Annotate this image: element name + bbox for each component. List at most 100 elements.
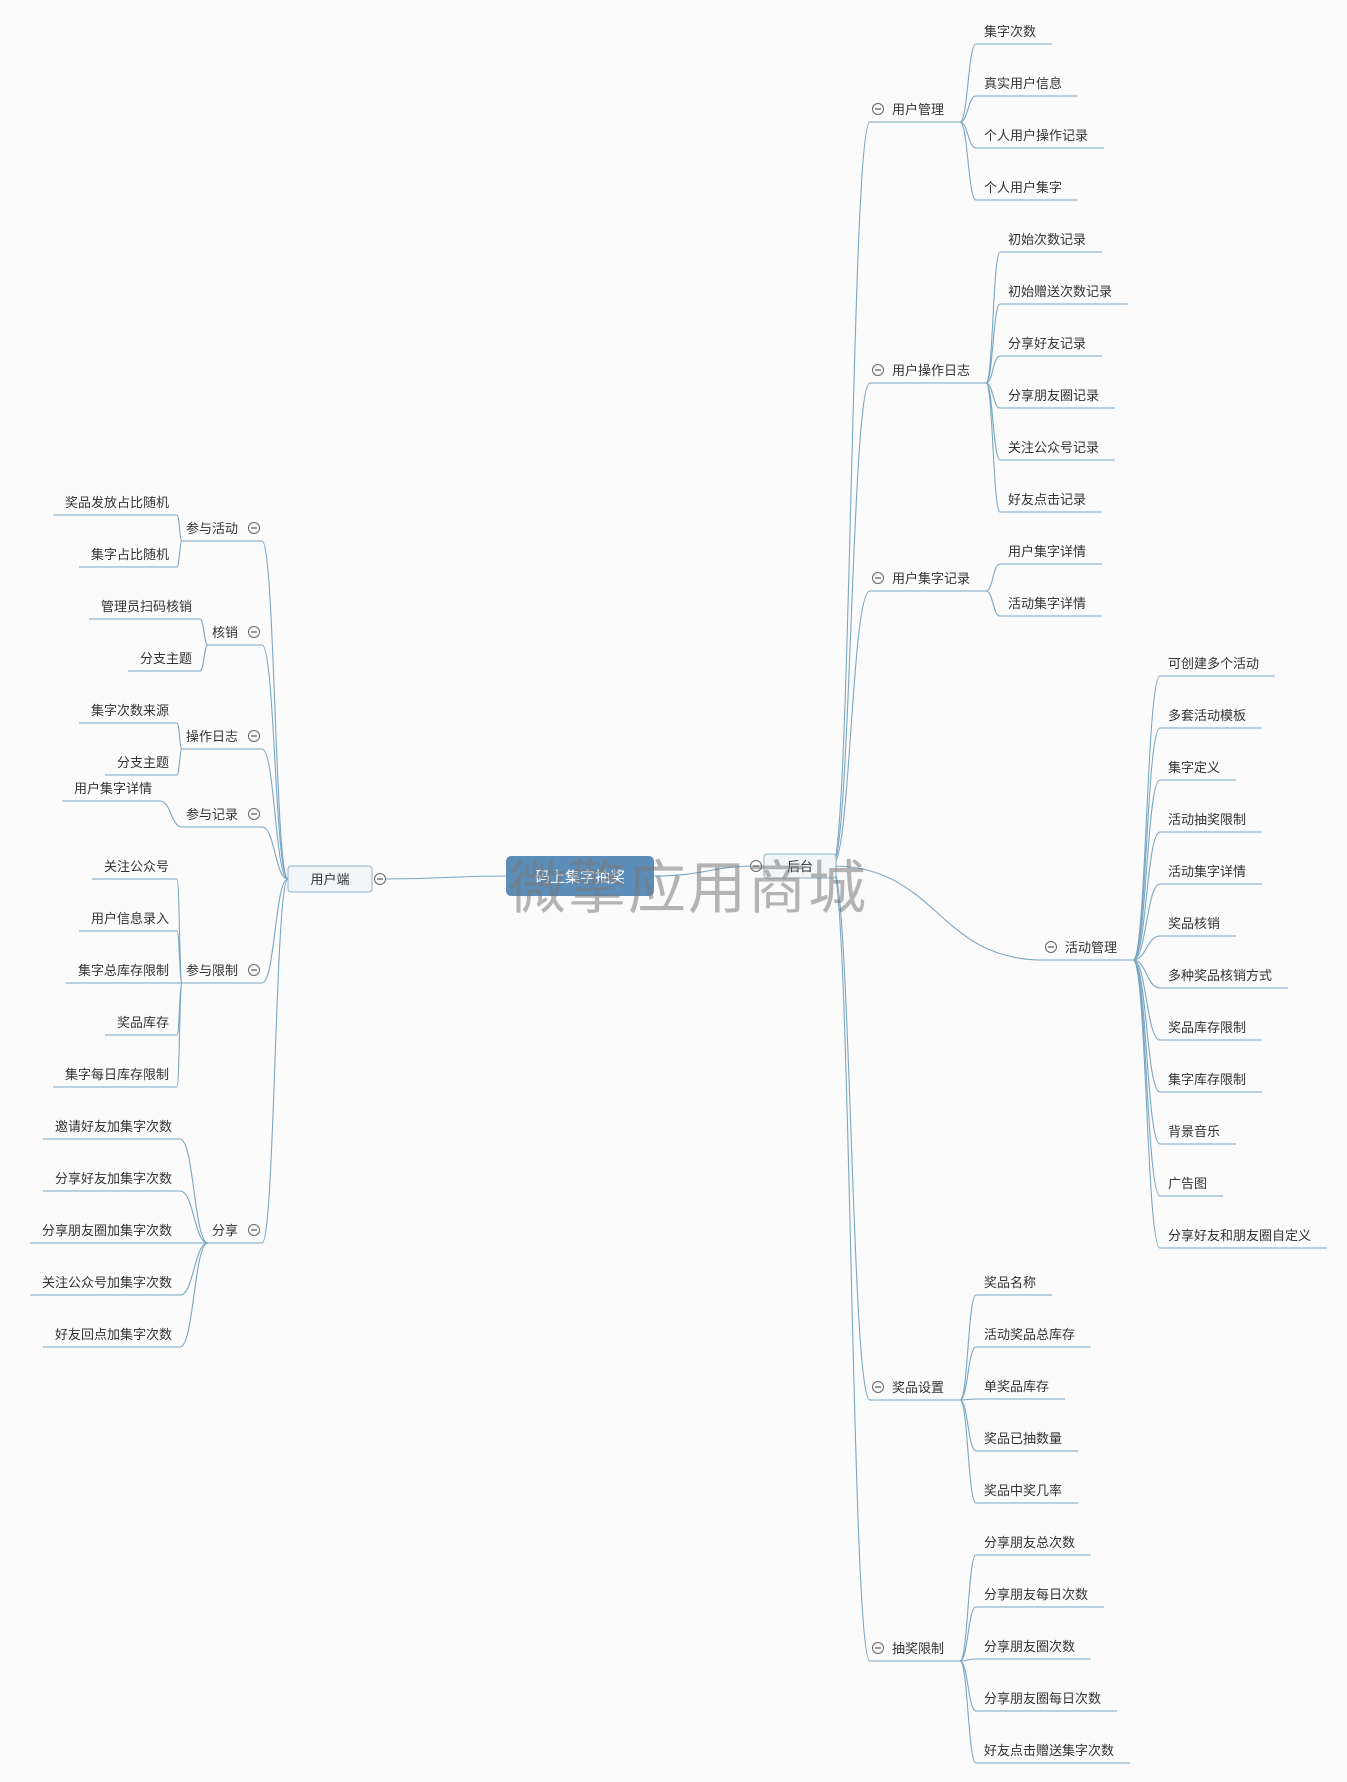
leaf-topic: 好友点击记录 <box>1008 492 1086 508</box>
branch-to-leaf-line <box>985 355 1001 384</box>
leaf-topic: 奖品已抽数量 <box>984 1432 1062 1447</box>
main-to-branch-line <box>261 540 289 880</box>
branch-label: 参与活动 <box>186 521 238 537</box>
main-to-branch-line <box>261 644 289 880</box>
mind-map-nodes: 码上集字抽奖用户端后台参与活动奖品发放占比随机集字占比随机核销管理员扫码核销分支… <box>42 24 1311 1759</box>
branch-collapse-icon[interactable] <box>872 1381 884 1393</box>
branch-collapse-icon[interactable] <box>872 103 884 115</box>
central-topic[interactable]: 码上集字抽奖 <box>506 856 654 896</box>
branch-to-leaf-line <box>985 251 1001 384</box>
leaf-topic: 广告图 <box>1168 1177 1207 1192</box>
leaf-topic: 用户信息录入 <box>91 911 169 927</box>
branch-to-leaf-line <box>176 982 183 1088</box>
branch-label: 分享 <box>212 1223 238 1239</box>
branch-to-leaf-line <box>176 748 183 776</box>
branch-collapse-icon[interactable] <box>872 1642 884 1654</box>
branch-collapse-icon[interactable] <box>872 572 884 584</box>
leaf-topic: 分享朋友圈每日次数 <box>984 1691 1101 1707</box>
branch-to-leaf-line <box>1132 779 1161 961</box>
leaf-topic: 奖品库存限制 <box>1168 1020 1246 1036</box>
branch-to-leaf-line <box>176 930 183 984</box>
leaf-topic: 个人用户操作记录 <box>984 128 1088 144</box>
branch-to-leaf-line <box>959 1399 977 1452</box>
leaf-topic: 初始赠送次数记录 <box>1008 284 1112 300</box>
leaf-topic: 多种奖品核销方式 <box>1168 968 1272 984</box>
branch-label: 用户集字记录 <box>892 571 970 587</box>
main-to-branch-line <box>831 865 871 1662</box>
leaf-topic: 分支主题 <box>117 756 169 771</box>
leaf-topic: 好友回点加集字次数 <box>55 1327 172 1343</box>
backend-collapse-icon[interactable] <box>750 860 762 872</box>
branch-to-leaf-line <box>959 1660 977 1764</box>
branch-to-leaf-line <box>959 1658 977 1662</box>
user-side-collapse-icon[interactable] <box>374 873 386 885</box>
leaf-topic: 真实用户信息 <box>984 76 1062 92</box>
branch-label: 奖品设置 <box>892 1381 944 1396</box>
branch-to-leaf-line <box>959 121 977 201</box>
branch-label: 用户操作日志 <box>892 363 970 379</box>
branch-to-leaf-line <box>179 1242 209 1296</box>
leaf-topic: 用户集字详情 <box>1008 544 1086 560</box>
branch-collapse-icon[interactable] <box>248 964 260 976</box>
main-topic-user-side[interactable]: 用户端 <box>287 865 373 893</box>
branch-collapse-icon[interactable] <box>248 1224 260 1236</box>
branch-label: 用户管理 <box>892 102 944 118</box>
branch-to-leaf-line <box>985 563 1001 592</box>
leaf-topic: 集字占比随机 <box>91 547 169 563</box>
branch-to-leaf-line <box>959 1398 977 1401</box>
branch-to-leaf-line <box>959 1606 977 1662</box>
main-to-branch-line <box>261 826 289 880</box>
branch-to-leaf-line <box>179 1190 209 1244</box>
leaf-topic: 关注公众号加集字次数 <box>42 1275 172 1291</box>
branch-collapse-icon[interactable] <box>248 730 260 742</box>
main-topic-backend[interactable]: 后台 <box>763 853 837 879</box>
branch-to-leaf-line <box>985 382 1001 513</box>
main-to-branch-line <box>261 878 289 984</box>
branch-to-leaf-line <box>179 1138 209 1244</box>
branch-label: 参与记录 <box>186 807 238 823</box>
main-to-branch-line <box>831 865 1044 961</box>
central-topic-label: 码上集字抽奖 <box>535 868 625 886</box>
branch-collapse-icon[interactable] <box>872 364 884 376</box>
leaf-topic: 活动奖品总库存 <box>984 1327 1075 1343</box>
branch-to-leaf-line <box>176 540 183 568</box>
connector-lines <box>30 43 1327 1764</box>
branch-to-leaf-line <box>959 43 977 123</box>
leaf-topic: 单奖品库存 <box>984 1379 1049 1395</box>
branch-collapse-icon[interactable] <box>1045 941 1057 953</box>
leaf-topic: 集字定义 <box>1168 760 1220 776</box>
branch-to-leaf-line <box>959 1346 977 1401</box>
leaf-topic: 奖品库存 <box>117 1015 169 1031</box>
leaf-topic: 邀请好友加集字次数 <box>55 1119 172 1135</box>
branch-to-leaf-line <box>1132 959 1161 1249</box>
branch-to-leaf-line <box>199 644 209 672</box>
branch-label: 抽奖限制 <box>892 1642 944 1657</box>
leaf-topic: 活动集字详情 <box>1008 596 1086 612</box>
branch-to-leaf-line <box>959 1660 977 1712</box>
branch-collapse-icon[interactable] <box>248 522 260 534</box>
branch-to-leaf-line <box>1132 831 1161 961</box>
leaf-topic: 奖品名称 <box>984 1275 1036 1291</box>
main-topic-box <box>287 865 373 893</box>
branch-to-leaf-line <box>1132 959 1161 1041</box>
leaf-topic: 活动抽奖限制 <box>1168 813 1246 828</box>
branch-collapse-icon[interactable] <box>248 808 260 820</box>
branch-to-leaf-line <box>985 590 1001 617</box>
central-topic-box <box>506 856 654 896</box>
leaf-topic: 集字次数 <box>984 24 1036 40</box>
branch-label: 核销 <box>212 626 238 641</box>
main-to-branch-line <box>831 382 871 867</box>
branch-to-leaf-line <box>176 878 183 984</box>
center-to-right-line <box>653 865 761 877</box>
leaf-topic: 分享朋友总次数 <box>984 1535 1075 1551</box>
leaf-topic: 奖品核销 <box>1168 917 1220 932</box>
branch-collapse-icon[interactable] <box>248 626 260 638</box>
leaf-topic: 活动集字详情 <box>1168 864 1246 880</box>
main-to-branch-line <box>831 590 871 867</box>
branch-to-leaf-line <box>159 800 183 828</box>
branch-to-leaf-line <box>1132 935 1161 961</box>
main-topic-label: 后台 <box>787 860 813 875</box>
main-to-branch-line <box>831 121 871 867</box>
leaf-topic: 分享好友加集字次数 <box>55 1171 172 1187</box>
